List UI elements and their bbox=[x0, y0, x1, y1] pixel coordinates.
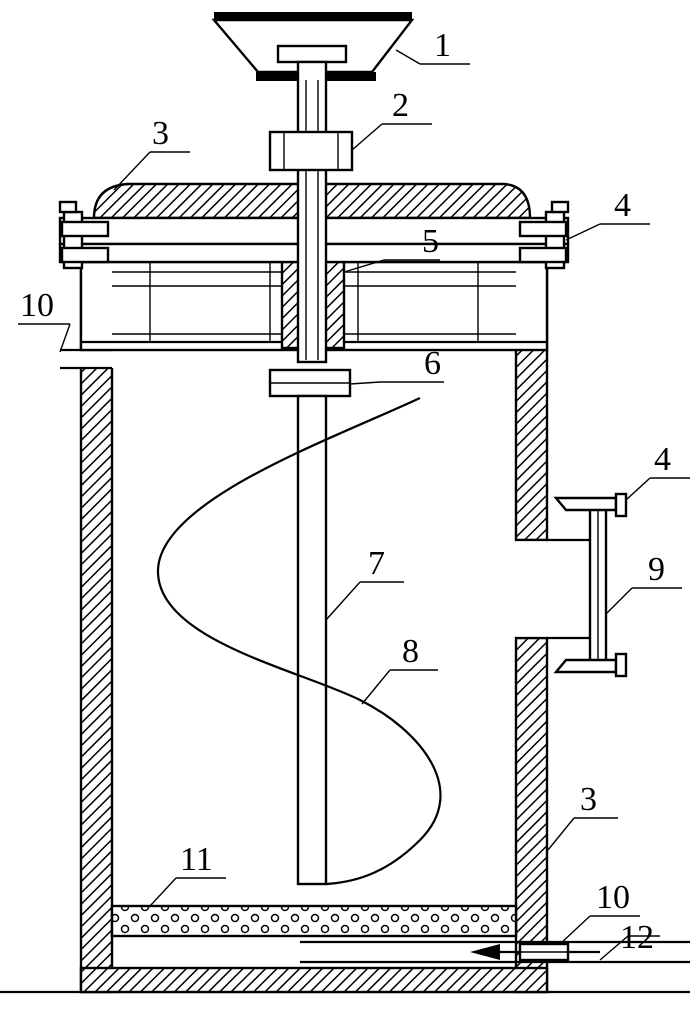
label-7: 7 bbox=[368, 545, 385, 582]
label-1: 1 bbox=[434, 27, 451, 64]
bottom-plate bbox=[79, 966, 549, 994]
label-4-side: 4 bbox=[654, 441, 671, 478]
label-8: 8 bbox=[402, 633, 419, 670]
spiral-blade bbox=[156, 397, 442, 886]
clamp-left bbox=[58, 200, 110, 270]
side-port-opening bbox=[516, 540, 547, 638]
side-clamp-top bbox=[553, 492, 628, 518]
right-wall-lower bbox=[514, 636, 549, 994]
side-clamp-bottom bbox=[553, 652, 628, 678]
label-6: 6 bbox=[424, 345, 441, 382]
label-10-left: 10 bbox=[20, 287, 54, 324]
shaft bbox=[296, 394, 328, 886]
left-wall bbox=[79, 260, 114, 994]
label-3-lid: 3 bbox=[152, 115, 169, 152]
label-11: 11 bbox=[180, 841, 213, 878]
label-3-wall: 3 bbox=[580, 781, 597, 818]
funnel-nut bbox=[276, 44, 348, 64]
label-4-clamp: 4 bbox=[614, 187, 631, 224]
nut-2 bbox=[268, 130, 354, 172]
label-10-bottom: 10 bbox=[596, 879, 630, 916]
funnel-rim bbox=[214, 12, 412, 20]
leader-lines bbox=[18, 49, 690, 961]
label-2: 2 bbox=[392, 87, 409, 124]
clamp-right bbox=[518, 200, 570, 270]
shaft-upper bbox=[296, 60, 328, 364]
label-12: 12 bbox=[620, 919, 654, 956]
filter-layer bbox=[110, 904, 518, 938]
left-pipe-gap bbox=[60, 350, 114, 368]
label-5: 5 bbox=[422, 223, 439, 260]
label-9: 9 bbox=[648, 551, 665, 588]
flow-arrow-head bbox=[470, 944, 500, 960]
